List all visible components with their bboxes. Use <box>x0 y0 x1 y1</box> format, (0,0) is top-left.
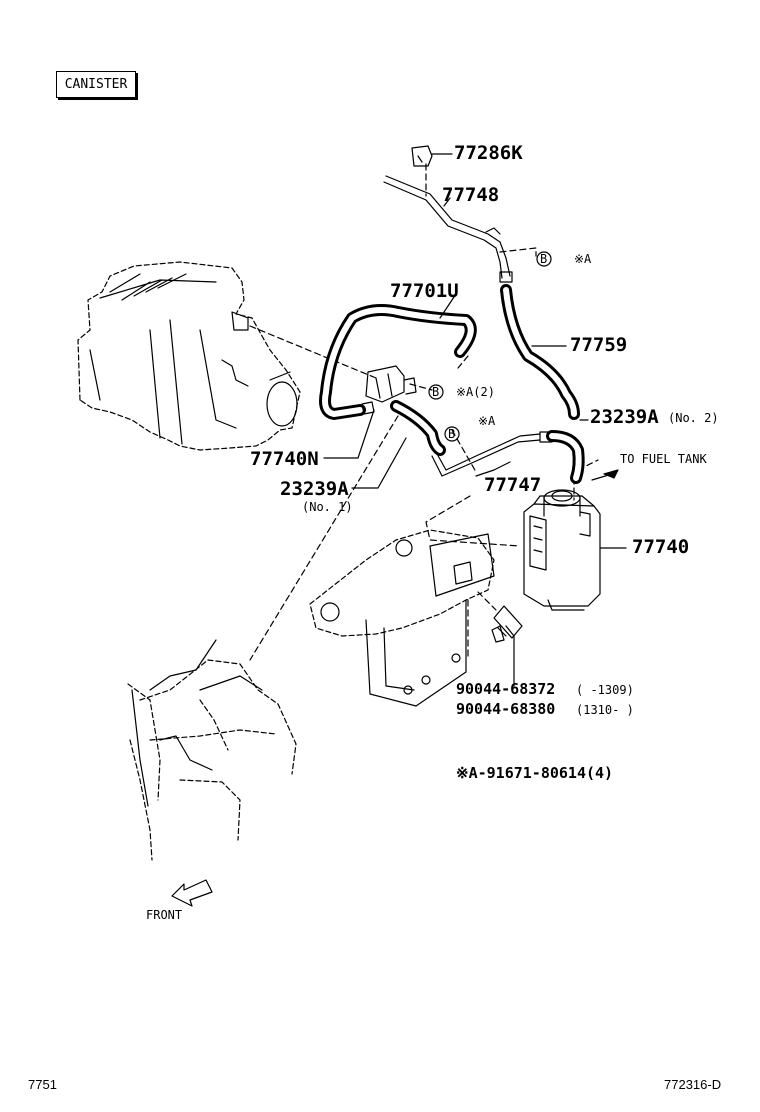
part-label-23239a-no2: 23239A <box>590 406 659 428</box>
bolt-drawing <box>491 605 523 643</box>
part-label-23239a-no1: 23239A <box>280 478 349 500</box>
part-label-77740: 77740 <box>632 536 690 558</box>
front-arrow-icon <box>171 879 213 907</box>
bolt-a-range: ( -1309) <box>576 683 634 697</box>
part-label-bolt-a: 90044-68372 <box>456 680 556 698</box>
vsv-drawing <box>361 365 417 415</box>
body-structure-drawing <box>127 659 297 861</box>
part-label-77759: 77759 <box>570 334 628 356</box>
ref-a-3: ※A <box>478 414 496 428</box>
ref-b-2: B <box>432 385 440 399</box>
clip-drawing <box>411 145 433 167</box>
reference-circles <box>428 251 552 442</box>
to-fuel-tank-label: TO FUEL TANK <box>620 452 707 466</box>
mounting-bracket-drawing <box>309 529 495 707</box>
footer-diagram-code: 772316-D <box>664 1077 722 1092</box>
part-sublabel-no1: (No. 1) <box>302 500 353 514</box>
ref-a-1: ※A <box>574 252 592 266</box>
part-label-77701u: 77701U <box>390 280 459 302</box>
part-label-77740n: 77740N <box>250 448 319 470</box>
engine-block-drawing <box>77 261 301 451</box>
ref-b-3: B <box>448 427 456 441</box>
bolt-b-range: (1310- ) <box>576 703 634 717</box>
part-label-77286k: 77286K <box>454 142 523 164</box>
part-sublabel-no2: (No. 2) <box>668 411 719 425</box>
ref-a-2: ※A(2) <box>456 385 495 399</box>
leader-lines <box>249 163 599 661</box>
canister-drawing <box>523 489 601 611</box>
part-label-77747: 77747 <box>484 474 542 496</box>
note-a-label: ※A-91671-80614(4) <box>456 764 614 782</box>
label-leaders <box>323 153 627 687</box>
front-label: FRONT <box>146 908 183 922</box>
part-label-bolt-b: 90044-68380 <box>456 700 556 718</box>
part-label-77748: 77748 <box>442 184 500 206</box>
footer-page-code: 7751 <box>28 1077 57 1092</box>
section-label: CANISTER <box>56 71 136 98</box>
body-structure-solid <box>131 639 263 807</box>
bracket-pipe-drawing <box>383 175 513 283</box>
ref-b-1: B <box>540 252 548 266</box>
to-fuel-tank-arrow <box>591 469 619 481</box>
